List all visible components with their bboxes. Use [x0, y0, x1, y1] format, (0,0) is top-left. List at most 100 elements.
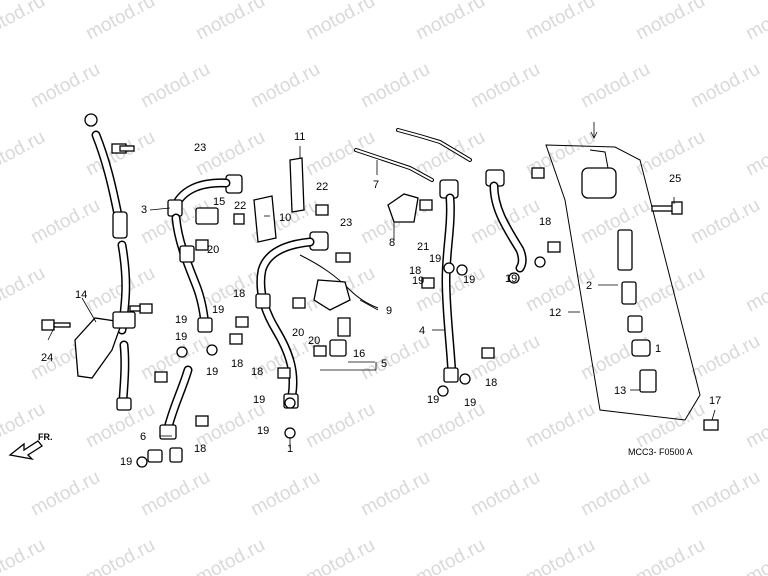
- part-3-brake-hose: [167, 174, 243, 333]
- watermark-text: motod.ru: [27, 59, 103, 113]
- watermark-text: motod.ru: [687, 331, 763, 385]
- watermark-text: motod.ru: [82, 535, 158, 576]
- callout-c12: 12: [549, 307, 561, 319]
- watermark-text: motod.ru: [467, 59, 543, 113]
- watermark-text: motod.ru: [27, 467, 103, 521]
- callout-c18f: 18: [485, 377, 497, 389]
- watermark-text: motod.ru: [0, 127, 49, 181]
- watermark-text: motod.ru: [632, 399, 708, 453]
- callout-c19i: 19: [427, 394, 439, 406]
- watermark-text: motod.ru: [742, 127, 768, 181]
- bolt-icon: [111, 143, 135, 154]
- callout-c5: 5: [381, 358, 387, 370]
- part-10-bracket: [253, 195, 277, 243]
- watermark-text: motod.ru: [577, 195, 653, 249]
- part-20-bolt: [195, 239, 209, 251]
- diagram-code-label: MCC3- F0500 A: [628, 447, 693, 457]
- callout-c19b: 19: [175, 331, 187, 343]
- callout-c13: 13: [614, 385, 626, 397]
- front-direction-label: FR.: [38, 432, 53, 442]
- part-20-bolt: [292, 297, 306, 309]
- watermark-text: motod.ru: [742, 535, 768, 576]
- callout-c25: 25: [669, 173, 681, 185]
- part-14-hose-assembly: [74, 113, 136, 411]
- part-11-bracket: [289, 157, 305, 213]
- callout-c1b: 1: [655, 343, 661, 355]
- callout-c18a: 18: [233, 288, 245, 300]
- watermark-text: motod.ru: [577, 59, 653, 113]
- callout-c1a: 1: [287, 443, 293, 455]
- watermark-text: motod.ru: [0, 263, 49, 317]
- washer-icon: [136, 256, 546, 468]
- callout-c23b: 23: [340, 217, 352, 229]
- part-12-master-cylinder: [545, 144, 701, 421]
- callout-c15: 15: [213, 196, 225, 208]
- watermark-text: motod.ru: [577, 467, 653, 521]
- part-17-bolt: [703, 419, 719, 431]
- callout-c9: 9: [386, 305, 392, 317]
- callout-c16: 16: [353, 348, 365, 360]
- part-23-bolt: [335, 252, 351, 263]
- watermark-text: motod.ru: [632, 263, 708, 317]
- callout-c19d: 19: [206, 366, 218, 378]
- callout-c19j: 19: [464, 397, 476, 409]
- callout-c20a: 20: [207, 244, 219, 256]
- callout-c7: 7: [373, 179, 379, 191]
- watermark-text: motod.ru: [0, 535, 49, 576]
- watermark-text: motod.ru: [412, 0, 488, 44]
- watermark-text: motod.ru: [302, 0, 378, 44]
- callout-c18c: 18: [251, 366, 263, 378]
- callout-c23a: 23: [194, 142, 206, 154]
- callout-c22a: 22: [234, 200, 246, 212]
- watermark-text: motod.ru: [742, 399, 768, 453]
- watermark-text: motod.ru: [137, 467, 213, 521]
- part-7-brake-pipe: [354, 128, 472, 182]
- callout-c19l: 19: [505, 273, 517, 285]
- part-22-bolt: [233, 213, 245, 225]
- bolt-icon: [41, 319, 71, 331]
- part-8-bracket: [387, 193, 419, 223]
- watermark-text: motod.ru: [467, 331, 543, 385]
- watermark-text: motod.ru: [357, 59, 433, 113]
- callout-c2: 2: [586, 280, 592, 292]
- callout-c19g: 19: [120, 456, 132, 468]
- leader-lines: [47, 122, 716, 448]
- callout-c17: 17: [709, 395, 721, 407]
- watermark-text: motod.ru: [742, 263, 768, 317]
- watermark-text: motod.ru: [27, 195, 103, 249]
- callout-c19m: 19: [412, 275, 424, 287]
- part-20-bolt: [313, 345, 327, 357]
- part-4-brake-hose: [439, 179, 459, 383]
- watermark-text: motod.ru: [192, 535, 268, 576]
- callout-c19h: 19: [429, 253, 441, 265]
- callout-c20b: 20: [292, 327, 304, 339]
- watermark-text: motod.ru: [247, 467, 323, 521]
- part-16-fitting: [329, 339, 347, 357]
- callout-c14: 14: [75, 289, 87, 301]
- watermark-text: motod.ru: [632, 535, 708, 576]
- callout-c4: 4: [419, 325, 425, 337]
- part-brake-hose-right: [485, 169, 527, 273]
- watermark-text: motod.ru: [687, 195, 763, 249]
- watermark-text: motod.ru: [412, 127, 488, 181]
- part-1-brake-hose: [255, 231, 329, 409]
- part-6-brake-hose: [147, 365, 193, 463]
- watermark-text: motod.ru: [412, 535, 488, 576]
- part-9-harness: [299, 254, 379, 337]
- watermark-text: motod.ru: [192, 0, 268, 44]
- callout-c18b: 18: [231, 358, 243, 370]
- watermark-text: motod.ru: [357, 331, 433, 385]
- part-15-clamp: [195, 207, 219, 225]
- watermark-text: motod.ru: [302, 399, 378, 453]
- callout-c18d: 18: [194, 443, 206, 455]
- bolt-icon: [129, 303, 153, 314]
- watermark-text: motod.ru: [357, 467, 433, 521]
- part-25-bolt: [651, 201, 683, 215]
- callout-c22b: 22: [316, 181, 328, 193]
- callout-c11: 11: [294, 131, 305, 143]
- callout-c8: 8: [389, 237, 395, 249]
- watermark-text: motod.ru: [687, 59, 763, 113]
- watermark-text: motod.ru: [247, 59, 323, 113]
